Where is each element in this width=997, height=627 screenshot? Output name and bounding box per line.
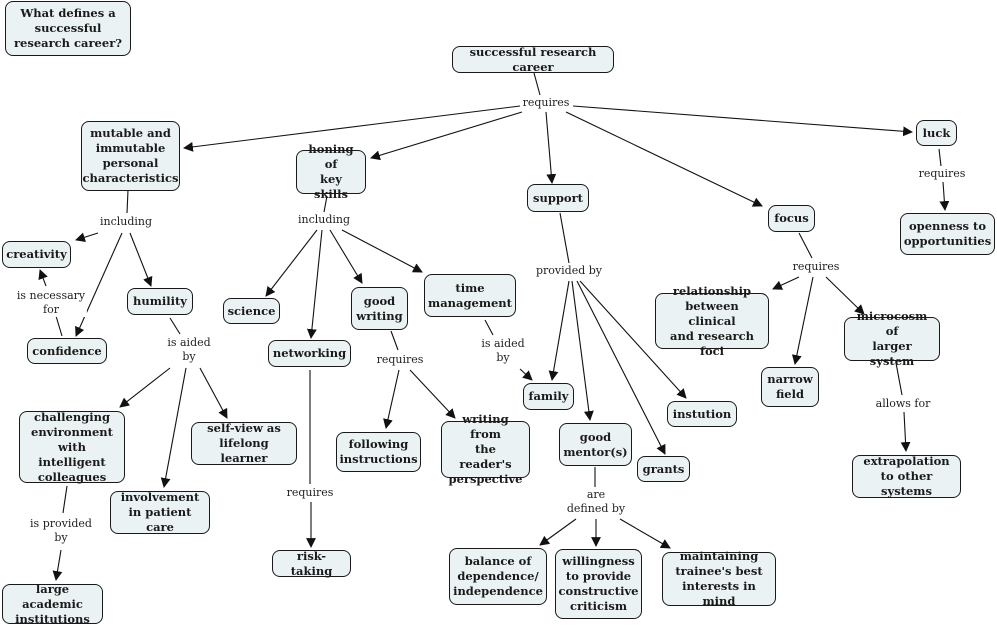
- concept-openness[interactable]: openness to opportunities: [900, 213, 995, 255]
- edge-including-timemgmt: [341, 229, 423, 273]
- edge-including-science: [265, 229, 318, 297]
- linking-phrase-are-defined-by[interactable]: are defined by: [564, 488, 628, 516]
- edge-requires-personal: [183, 105, 521, 152]
- edge-requires-following: [383, 369, 400, 429]
- edge-aided-selfview: [199, 367, 228, 419]
- edge-requires-openness: [939, 181, 950, 211]
- linking-phrase-including[interactable]: including: [295, 213, 353, 227]
- edge-microcosm-allows: [895, 362, 903, 396]
- edge-necessary-creativity: [38, 269, 48, 287]
- concept-good-writing[interactable]: good writing: [351, 287, 408, 330]
- concept-following-instructions[interactable]: following instructions: [336, 432, 421, 472]
- concept-good-mentors[interactable]: good mentor(s): [559, 423, 632, 466]
- concept-support[interactable]: support: [527, 184, 589, 212]
- edge-time-aided: [484, 319, 494, 336]
- edge-aided-challenging: [119, 367, 171, 408]
- concept-humility[interactable]: humility: [127, 288, 193, 315]
- focus-question[interactable]: What defines a successful research caree…: [5, 1, 131, 56]
- concept-challenging-environment[interactable]: challenging environment with intelligent…: [19, 410, 125, 484]
- linking-phrase-provided-by[interactable]: provided by: [534, 264, 604, 278]
- concept-personal-characteristics[interactable]: mutable and immutable personal character…: [81, 121, 180, 191]
- edge-providedby-mentors: [571, 280, 594, 421]
- concept-networking[interactable]: networking: [268, 340, 351, 367]
- concept-extrapolation[interactable]: extrapolation to other systems: [852, 454, 961, 498]
- concept-balance[interactable]: balance of dependence/ independence: [449, 548, 547, 605]
- edge-defined-balance: [539, 518, 577, 546]
- edge-requires-luck: [572, 105, 913, 137]
- concept-creativity[interactable]: creativity: [2, 241, 71, 268]
- concept-focus[interactable]: focus: [768, 205, 815, 232]
- edge-confidence-necessary: [55, 315, 63, 337]
- edge-personal-including: [126, 189, 129, 214]
- edge-requires-microcosm: [825, 276, 865, 315]
- concept-risk-taking[interactable]: risk-taking: [272, 549, 351, 578]
- edge-aided-family: [519, 368, 533, 381]
- edge-support-providedby: [559, 212, 570, 264]
- edge-luck-requires: [938, 148, 942, 167]
- edge-honing-including: [323, 195, 328, 213]
- edge-including-confidence: [75, 232, 123, 337]
- concept-relationship-clinical-research[interactable]: relationship between clinical and resear…: [655, 284, 769, 358]
- concept-time-management[interactable]: time management: [424, 274, 516, 317]
- concept-grants[interactable]: grants: [637, 456, 690, 482]
- edge-including-humility: [129, 232, 153, 287]
- concept-luck[interactable]: luck: [916, 120, 957, 146]
- concept-reader-perspective[interactable]: writing from the reader's perspective: [441, 412, 530, 486]
- concept-narrow-field[interactable]: narrow field: [761, 367, 819, 407]
- linking-phrase-is-necessary-for[interactable]: is necessary for: [14, 289, 88, 317]
- concept-large-academic[interactable]: large academic institutions: [2, 582, 103, 626]
- edge-requires-support: [545, 111, 557, 184]
- edge-focus-requires: [798, 232, 813, 259]
- linking-phrase-including[interactable]: including: [97, 215, 155, 229]
- concept-honing-key-skills[interactable]: honing of key skills: [296, 142, 366, 201]
- edge-goodwriting-requires: [390, 330, 399, 351]
- edge-requires-narrow: [791, 276, 814, 365]
- linking-phrase-requires[interactable]: requires: [374, 353, 426, 367]
- edge-including-creativity: [75, 232, 99, 243]
- linking-phrase-is-provided-by[interactable]: is provided by: [28, 517, 94, 545]
- edge-requires-reader: [409, 369, 456, 419]
- edge-providedby-family: [548, 280, 570, 381]
- linking-phrase-requires[interactable]: requires: [284, 486, 336, 500]
- linking-phrase-allows-for[interactable]: allows for: [873, 397, 933, 411]
- concept-self-view[interactable]: self-view as lifelong learner: [191, 421, 297, 465]
- edge-challenging-provided: [62, 485, 68, 514]
- concept-confidence[interactable]: confidence: [27, 338, 107, 364]
- edge-providedby-instution: [579, 280, 687, 399]
- linking-phrase-is-aided-by[interactable]: is aided by: [479, 337, 527, 365]
- linking-phrase-requires[interactable]: requires: [916, 167, 968, 181]
- edge-including-networking: [306, 229, 323, 339]
- edge-provided-largeacademic: [52, 549, 63, 581]
- concept-instution[interactable]: instution: [667, 401, 737, 427]
- edge-defined-maintaining: [619, 518, 671, 549]
- edge-providedby-grants: [576, 280, 666, 455]
- edge-requires-honing: [370, 111, 523, 161]
- edge-requires-focus: [565, 111, 763, 207]
- edge-aided-patientcare: [160, 367, 187, 488]
- edge-requires-relationship: [772, 276, 800, 290]
- linking-phrase-requires[interactable]: requires: [520, 96, 572, 110]
- concept-successful-research-career[interactable]: successful research career: [452, 45, 614, 74]
- concept-willingness[interactable]: willingness to provide constructive crit…: [555, 549, 642, 619]
- concept-science[interactable]: science: [223, 298, 280, 324]
- concept-maintaining-interests[interactable]: maintaining trainee's best interests in …: [662, 549, 776, 608]
- linking-phrase-requires[interactable]: requires: [790, 260, 842, 274]
- concept-microcosm[interactable]: microcosm of larger system: [844, 309, 940, 368]
- edge-root-requires: [533, 72, 541, 96]
- concept-patient-care[interactable]: involvement in patient care: [110, 490, 210, 534]
- concept-family[interactable]: family: [523, 383, 574, 410]
- linking-phrase-is-aided-by[interactable]: is aided by: [165, 336, 213, 364]
- edge-allows-extrapolation: [900, 411, 911, 452]
- edge-including-goodwriting: [329, 229, 363, 284]
- edge-humility-aided: [169, 317, 181, 335]
